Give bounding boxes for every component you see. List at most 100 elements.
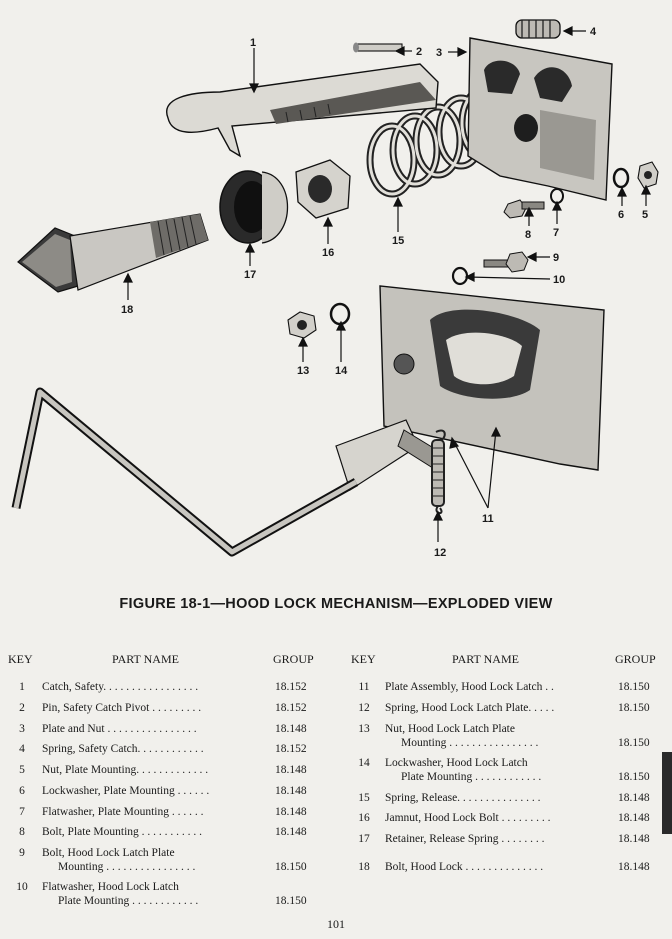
part-key: 13 — [358, 723, 370, 735]
callout-1: 1 — [250, 37, 256, 49]
callout-leaders — [123, 26, 651, 542]
group-header-left: GROUP — [273, 652, 314, 666]
part-name-header-right: PART NAME — [452, 652, 519, 666]
group-header-right: GROUP — [615, 652, 656, 666]
safety-catch — [166, 63, 439, 158]
part-key: 6 — [19, 785, 25, 797]
latch-plate-mounting-bolt — [483, 251, 529, 273]
part-key: 8 — [19, 826, 25, 838]
plate-and-nut — [467, 37, 613, 201]
callout-4: 4 — [590, 26, 597, 38]
part-key: 9 — [19, 847, 25, 859]
latch-plate-mounting-nut — [287, 311, 317, 339]
part-name-header-left: PART NAME — [112, 652, 179, 666]
part-group: 18.148 — [275, 806, 307, 818]
safety-catch-spring — [515, 19, 561, 39]
section-tab-marker — [662, 752, 672, 834]
part-name: Lockwasher, Hood Lock Latch — [385, 757, 528, 769]
hood-lock-latch-plate-spring — [431, 429, 446, 514]
part-group: 18.152 — [275, 702, 307, 714]
part-name-continued: Mounting . . . . . . . . . . . . . . . . — [58, 861, 196, 873]
exploded-view-diagram: 1 2 3 4 5 6 7 8 9 10 11 11 12 13 14 15 1… — [11, 19, 659, 559]
part-name-continued: Plate Mounting . . . . . . . . . . . . — [58, 895, 199, 907]
latch-plate-mounting-lockwasher — [329, 302, 351, 326]
part-key: 11 — [358, 681, 370, 693]
part-group: 18.150 — [618, 681, 650, 693]
part-group: 18.152 — [275, 743, 307, 755]
part-group: 18.148 — [275, 723, 307, 735]
hood-lock-rod — [11, 387, 359, 557]
hood-lock-latch-plate-assembly — [335, 285, 605, 491]
part-name: Bolt, Plate Mounting . . . . . . . . . .… — [42, 826, 203, 838]
part-name: Retainer, Release Spring . . . . . . . . — [385, 833, 545, 845]
part-group: 18.150 — [618, 737, 650, 749]
figure-caption: FIGURE 18-1—HOOD LOCK MECHANISM—EXPLODED… — [119, 596, 553, 612]
part-key: 18 — [358, 861, 370, 873]
callout-17: 17 — [244, 269, 256, 281]
part-name: Bolt, Hood Lock Latch Plate — [42, 847, 175, 859]
part-key: 15 — [358, 792, 370, 804]
key-header-left: KEY — [8, 652, 33, 666]
part-group: 18.148 — [618, 833, 650, 845]
part-name: Spring, Release. . . . . . . . . . . . .… — [385, 792, 541, 804]
jamnut — [295, 159, 351, 219]
callout-18: 18 — [121, 304, 133, 316]
callout-9: 9 — [553, 252, 559, 264]
part-key: 14 — [358, 757, 370, 769]
part-group: 18.150 — [275, 895, 307, 907]
part-key: 4 — [19, 743, 25, 755]
callout-8: 8 — [525, 229, 531, 241]
part-key: 12 — [358, 702, 370, 714]
callout-14: 14 — [335, 365, 348, 377]
part-name: Spring, Hood Lock Latch Plate. . . . . — [385, 702, 555, 714]
latch-plate-mounting-flatwasher — [451, 266, 469, 286]
part-name: Plate and Nut . . . . . . . . . . . . . … — [42, 723, 197, 735]
part-name: Jamnut, Hood Lock Bolt . . . . . . . . . — [385, 812, 551, 824]
callout-6: 6 — [618, 209, 624, 221]
plate-mounting-lockwasher — [612, 167, 630, 189]
callout-3: 3 — [436, 47, 442, 59]
part-key: 10 — [16, 881, 28, 893]
part-key: 16 — [358, 812, 370, 824]
part-key: 3 — [19, 723, 25, 735]
part-name: Flatwasher, Hood Lock Latch — [42, 881, 179, 893]
safety-catch-pivot-pin — [353, 42, 403, 53]
part-group: 18.148 — [275, 764, 307, 776]
part-group: 18.148 — [275, 826, 307, 838]
part-group: 18.152 — [275, 681, 307, 693]
part-name-continued: Plate Mounting . . . . . . . . . . . . — [401, 771, 542, 783]
callout-16: 16 — [322, 247, 334, 259]
part-group: 18.148 — [618, 792, 650, 804]
part-group: 18.150 — [618, 702, 650, 714]
callout-12: 12 — [434, 547, 446, 559]
part-key: 7 — [19, 806, 25, 818]
part-key: 5 — [19, 764, 25, 776]
part-name: Plate Assembly, Hood Lock Latch . . — [385, 681, 554, 693]
part-name: Flatwasher, Plate Mounting . . . . . . — [42, 806, 204, 818]
plate-mounting-nut — [637, 161, 659, 189]
callout-15: 15 — [392, 235, 404, 247]
part-name: Lockwasher, Plate Mounting . . . . . . — [42, 785, 210, 797]
key-header-right: KEY — [351, 652, 376, 666]
part-group: 18.150 — [618, 771, 650, 783]
callout-10: 10 — [553, 274, 565, 286]
part-name: Nut, Plate Mounting. . . . . . . . . . .… — [42, 764, 209, 776]
part-name: Bolt, Hood Lock . . . . . . . . . . . . … — [385, 861, 544, 873]
part-name: Nut, Hood Lock Latch Plate — [385, 723, 515, 735]
callout-13: 13 — [297, 365, 309, 377]
part-group: 18.150 — [275, 861, 307, 873]
release-spring-retainer — [219, 170, 289, 244]
part-name: Pin, Safety Catch Pivot . . . . . . . . … — [42, 702, 202, 714]
plate-mounting-bolt — [503, 199, 545, 219]
part-name: Spring, Safety Catch. . . . . . . . . . … — [42, 743, 204, 755]
callout-2: 2 — [416, 46, 422, 58]
part-group: 18.148 — [618, 861, 650, 873]
page-number: 101 — [327, 917, 345, 931]
part-group: 18.148 — [618, 812, 650, 824]
part-name-continued: Mounting . . . . . . . . . . . . . . . . — [401, 737, 539, 749]
callout-5: 5 — [642, 209, 648, 221]
part-key: 2 — [19, 702, 25, 714]
callout-7: 7 — [553, 227, 559, 239]
part-group: 18.148 — [275, 785, 307, 797]
